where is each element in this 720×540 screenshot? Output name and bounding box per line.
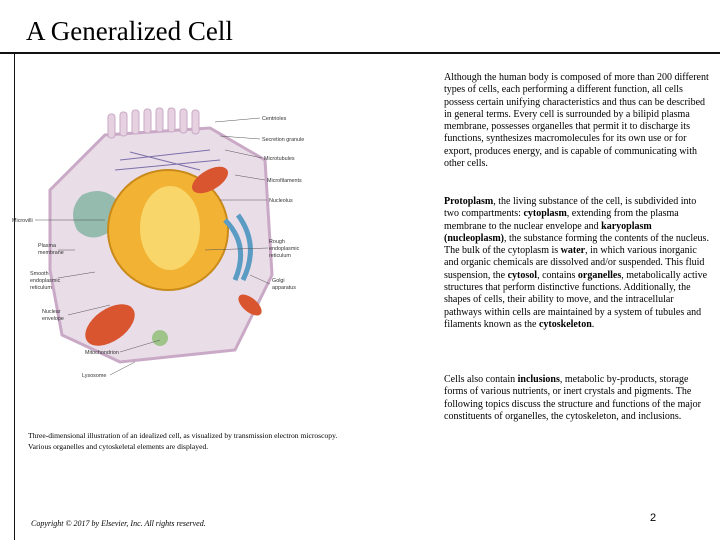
caption-line-2: Various organelles and cytoskeletal elem… bbox=[28, 442, 209, 451]
term-inclusions: inclusions bbox=[517, 374, 560, 385]
page-number: 2 bbox=[650, 512, 657, 524]
label-golgi-1: Golgi bbox=[272, 278, 285, 284]
figure-caption: Three-dimensional illustration of an ide… bbox=[28, 430, 418, 452]
term-protoplasm: Protoplasm bbox=[444, 196, 494, 207]
left-margin-rule bbox=[14, 54, 15, 540]
label-plasma-membrane-1: Plasma bbox=[38, 243, 56, 249]
label-nuclear-envelope-2: envelope bbox=[42, 316, 64, 322]
nucleolus bbox=[140, 186, 200, 270]
label-microtubules: Microtubules bbox=[264, 156, 295, 162]
label-golgi-2: apparatus bbox=[272, 285, 296, 291]
label-secretion-granule: Secretion granule bbox=[262, 137, 304, 143]
paragraph-intro: Although the human body is composed of m… bbox=[444, 72, 709, 170]
label-mitochondrion: Mitochondrion bbox=[85, 350, 119, 356]
caption-line-1: Three-dimensional illustration of an ide… bbox=[28, 431, 338, 440]
mitochondrion-2 bbox=[191, 166, 229, 194]
copyright-notice: Copyright © 2017 by Elsevier, Inc. All r… bbox=[31, 519, 206, 528]
microtubules bbox=[114, 149, 221, 171]
title-divider bbox=[0, 52, 720, 54]
label-nucleolus: Nucleolus bbox=[269, 198, 293, 204]
term-water: water bbox=[560, 245, 586, 257]
label-centrioles: Centrioles bbox=[262, 116, 287, 122]
label-microvilli: Microvilli bbox=[12, 218, 33, 224]
microvilli bbox=[107, 107, 200, 139]
golgi-apparatus bbox=[223, 213, 253, 282]
term-organelles: organelles bbox=[577, 269, 622, 281]
label-lysosome: Lysosome bbox=[82, 373, 106, 379]
term-cytoskeleton: cytoskeleton bbox=[538, 318, 592, 330]
term-cytosol: cytosol bbox=[507, 269, 538, 281]
slide-title: A Generalized Cell bbox=[26, 16, 233, 46]
mitochondrion-3 bbox=[238, 294, 262, 316]
label-plasma-membrane-2: membrane bbox=[38, 250, 64, 256]
term-karyoplasm: karyoplasm (nucleoplasm) bbox=[444, 220, 652, 244]
label-microfilaments: Microfilaments bbox=[267, 178, 302, 184]
lysosome bbox=[152, 330, 168, 346]
label-smooth-er-1: Smooth bbox=[30, 271, 49, 277]
cell-illustration: Centrioles Secretion granule Microtubule… bbox=[12, 107, 304, 379]
term-cytoplasm: cytoplasm bbox=[523, 208, 567, 220]
label-smooth-er-2: endoplasmic bbox=[30, 278, 61, 284]
label-rough-er-2: endoplasmic bbox=[269, 246, 300, 252]
label-rough-er-3: reticulum bbox=[269, 253, 291, 259]
label-nuclear-envelope-1: Nuclear bbox=[42, 309, 61, 315]
paragraph-protoplasm: Protoplasm, the living substance of the … bbox=[444, 196, 709, 330]
label-rough-er-1: Rough bbox=[269, 239, 285, 245]
mitochondrion-1 bbox=[85, 304, 135, 346]
paragraph-inclusions: Cells also contain inclusions, metabolic… bbox=[444, 374, 701, 422]
label-smooth-er-3: reticulum bbox=[30, 285, 52, 291]
